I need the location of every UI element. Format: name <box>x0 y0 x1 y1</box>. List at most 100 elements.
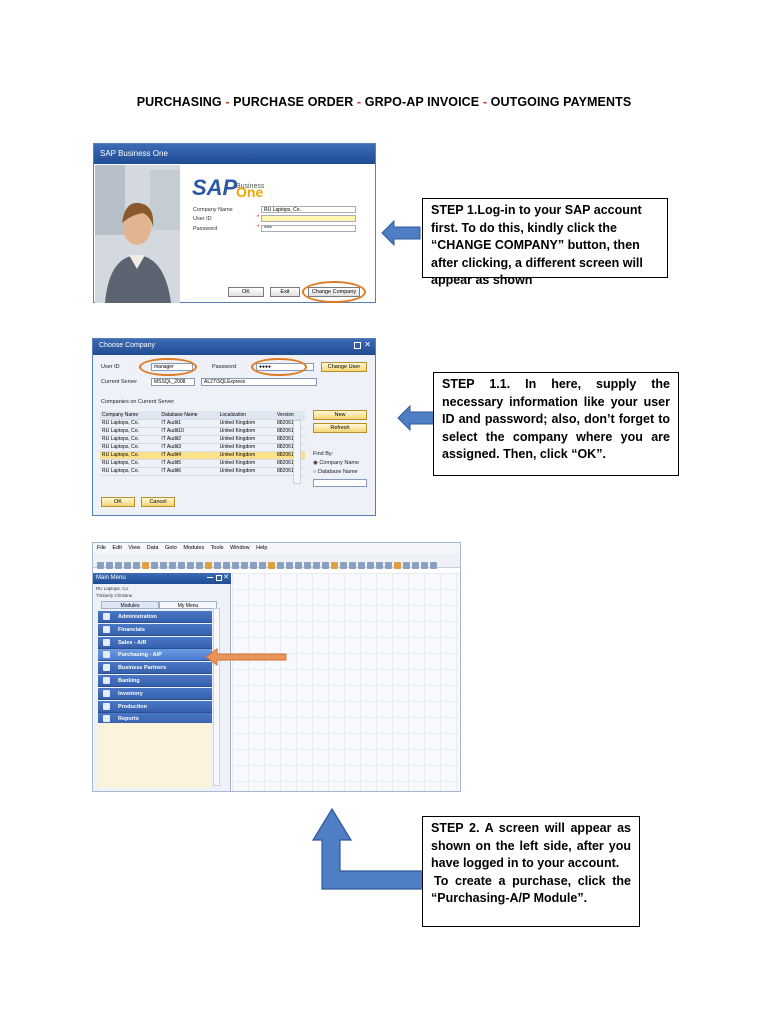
toolbar-button-icon[interactable] <box>322 562 329 569</box>
toolbar-button-icon[interactable] <box>385 562 392 569</box>
module-item-administration[interactable]: Administration <box>98 611 212 623</box>
menu-goto[interactable]: Goto <box>164 545 177 551</box>
module-item-banking[interactable]: Banking <box>98 675 212 687</box>
module-item-financials[interactable]: Financials <box>98 623 212 636</box>
toolbar-button-icon[interactable] <box>169 562 176 569</box>
module-item-business-partners[interactable]: Business Partners <box>98 662 212 675</box>
module-icon <box>103 702 110 710</box>
toolbar-button-icon[interactable] <box>349 562 356 569</box>
toolbar-button-icon[interactable] <box>151 562 158 569</box>
toolbar-button-icon[interactable] <box>304 562 311 569</box>
module-label: Reports <box>118 716 139 723</box>
toolbar-button-icon[interactable] <box>187 562 194 569</box>
maximize-icon[interactable] <box>216 575 222 581</box>
login-exit-button[interactable]: Exit <box>270 287 300 297</box>
choose-company-ok-button[interactable]: OK <box>101 497 135 507</box>
module-label: Banking <box>118 678 140 684</box>
server-type-select[interactable]: MSSQL_2008 <box>151 378 195 386</box>
menu-data[interactable]: Data <box>146 545 159 551</box>
toolbar-button-icon[interactable] <box>358 562 365 569</box>
module-item-production[interactable]: Production <box>98 700 212 713</box>
menu-help[interactable]: Help <box>256 545 268 551</box>
login-ok-button[interactable]: OK <box>228 287 264 297</box>
tab-modules[interactable]: Modules <box>101 601 159 609</box>
module-item-inventory[interactable]: Inventory <box>98 687 212 700</box>
column-header[interactable]: Database Name <box>159 411 218 420</box>
user-id-field[interactable] <box>261 215 356 222</box>
toolbar-button-icon[interactable] <box>133 562 140 569</box>
new-button[interactable]: New <box>313 410 367 420</box>
companies-scrollbar[interactable] <box>293 420 301 484</box>
toolbar-button-icon[interactable] <box>232 562 239 569</box>
toolbar-button-icon[interactable] <box>115 562 122 569</box>
tab-my-menu[interactable]: My Menu <box>159 601 217 609</box>
menu-view[interactable]: View <box>128 545 141 551</box>
minimize-icon[interactable] <box>354 342 361 349</box>
toolbar-button-icon[interactable] <box>286 562 293 569</box>
column-header[interactable]: Company Name <box>100 411 160 420</box>
toolbar-button-icon[interactable] <box>394 562 401 569</box>
find-by-database-radio[interactable]: ○ Database Name <box>313 469 358 475</box>
toolbar-button-icon[interactable] <box>367 562 374 569</box>
column-header[interactable]: Localization <box>217 411 275 420</box>
column-header[interactable]: Version <box>274 411 305 420</box>
minimize-icon[interactable] <box>207 577 213 578</box>
toolbar-button-icon[interactable] <box>196 562 203 569</box>
close-icon[interactable]: ✕ <box>223 574 229 581</box>
toolbar-button-icon[interactable] <box>340 562 347 569</box>
toolbar-button-icon[interactable] <box>214 562 221 569</box>
toolbar-button-icon[interactable] <box>205 562 212 569</box>
toolbar-button-icon[interactable] <box>106 562 113 569</box>
company-name-field[interactable]: RU Laptops, Co. <box>261 206 356 213</box>
toolbar-button-icon[interactable] <box>376 562 383 569</box>
toolbar-button-icon[interactable] <box>403 562 410 569</box>
toolbar-button-icon[interactable] <box>142 562 149 569</box>
module-item-sales-a-r[interactable]: Sales - A/R <box>98 636 212 649</box>
toolbar-button-icon[interactable] <box>430 562 437 569</box>
company-cell: IT Audit3 <box>159 443 218 452</box>
close-icon[interactable]: ✕ <box>364 340 371 349</box>
step1-arrow-left-icon <box>381 220 421 246</box>
menu-window[interactable]: Window <box>230 545 250 551</box>
step2-text-1: A screen will appear as shown on the lef… <box>431 821 631 870</box>
toolbar-button-icon[interactable] <box>178 562 185 569</box>
toolbar-button-icon[interactable] <box>250 562 257 569</box>
workspace-area <box>232 573 460 791</box>
toolbar-button-icon[interactable] <box>331 562 338 569</box>
toolbar-button-icon[interactable] <box>295 562 302 569</box>
toolbar-button-icon[interactable] <box>241 562 248 569</box>
toolbar-button-icon[interactable] <box>313 562 320 569</box>
menu-modules[interactable]: Modules <box>183 545 205 551</box>
change-user-button[interactable]: Change User <box>321 362 367 372</box>
menu-file[interactable]: File <box>97 545 106 551</box>
choose-company-cancel-button[interactable]: Cancel <box>141 497 175 507</box>
toolbar-button-icon[interactable] <box>412 562 419 569</box>
toolbar-button-icon[interactable] <box>223 562 230 569</box>
toolbar-button-icon[interactable] <box>124 562 131 569</box>
step2-callout: STEP 2. A screen will appear as shown on… <box>422 816 640 927</box>
toolbar-button-icon[interactable] <box>277 562 284 569</box>
find-by-company-radio[interactable]: ◉ Company Name <box>313 460 360 466</box>
module-item-purchasing-a-p[interactable]: Purchasing - A/P <box>98 649 212 662</box>
refresh-button[interactable]: Refresh <box>313 423 367 433</box>
menu-tools[interactable]: Tools <box>210 545 224 551</box>
module-list-scrollbar[interactable] <box>213 608 220 786</box>
find-by-input[interactable] <box>313 479 367 487</box>
toolbar-button-icon[interactable] <box>160 562 167 569</box>
toolbar-button-icon[interactable] <box>268 562 275 569</box>
server-instance-select[interactable]: AL27\SQLExpress <box>201 378 317 386</box>
company-cell: RU Laptops, Co. <box>100 419 160 428</box>
menu-edit[interactable]: Edit <box>112 545 122 551</box>
toolbar-button-icon[interactable] <box>421 562 428 569</box>
toolbar-button-icon[interactable] <box>97 562 104 569</box>
company-cell: IT Audit4 <box>159 451 218 460</box>
password-field[interactable]: **** <box>261 225 356 232</box>
toolbar-button-icon[interactable] <box>259 562 266 569</box>
